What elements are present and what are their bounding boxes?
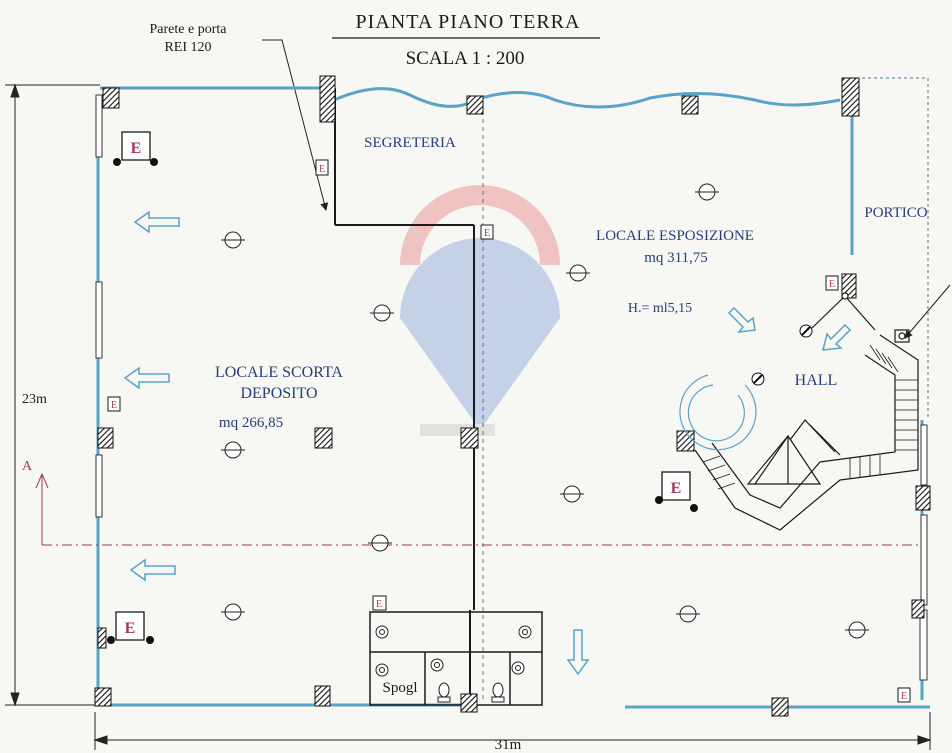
exit-arrows [123, 210, 852, 676]
structural-columns [94, 75, 931, 717]
marker-e-4: E [376, 599, 382, 610]
label-esposizione-area: mq 311,75 [644, 250, 708, 266]
label-deposito-area: mq 266,85 [219, 415, 283, 431]
marker-e-1: E [319, 164, 325, 175]
extinguisher-label-3: E [671, 480, 682, 497]
label-hall: HALL [795, 372, 838, 389]
marker-e-2: E [484, 228, 490, 239]
window-segments [95, 94, 928, 681]
height-label: 23m [22, 392, 47, 407]
portico-outline [862, 77, 929, 420]
width-dimension [93, 712, 932, 750]
small-markers [107, 159, 911, 703]
stair-treads [702, 344, 918, 490]
marker-e-6: E [829, 279, 835, 290]
label-portico: PORTICO [864, 205, 927, 221]
plan-title: PIANTA PIANO TERRA [356, 11, 581, 33]
rei-leader-line [262, 39, 329, 211]
remax-watermark: RE/MAX [400, 185, 560, 436]
light-fixtures [221, 183, 869, 639]
hall-leader-line [904, 284, 951, 339]
label-esposizione-height: H.= ml5,15 [628, 301, 692, 316]
changing-room-block [369, 611, 543, 706]
section-marker-a: A [22, 459, 33, 474]
width-label: 31m [495, 737, 522, 753]
extinguisher-label-2: E [125, 620, 136, 637]
label-spogl: Spogl [382, 680, 417, 696]
extinguisher-label-1: E [131, 140, 142, 157]
rei-annotation-line2: REI 120 [164, 40, 211, 55]
marker-e-5: E [901, 691, 907, 702]
extinguisher-wheels [107, 158, 698, 644]
wc-fixtures [375, 625, 532, 703]
extinguisher-units [115, 131, 691, 641]
label-deposito-line1: LOCALE SCORTA [215, 364, 343, 381]
plan-scale: SCALA 1 : 200 [406, 48, 525, 69]
hall-staircase [694, 334, 919, 531]
exterior-walls [96, 86, 930, 709]
rei-annotation-line1: Parete e porta [150, 22, 228, 37]
label-deposito-line2: DEPOSITO [240, 385, 317, 402]
label-segreteria: SEGRETERIA [364, 135, 456, 151]
spiral-ramp [679, 374, 757, 451]
dark-fixtures [751, 324, 813, 386]
section-arrow-a [35, 472, 49, 545]
hall-entrance-door [811, 292, 910, 343]
remax-logo-text: RE/MAX [422, 272, 539, 305]
height-dimension [5, 83, 100, 707]
marker-e-3: E [111, 400, 117, 411]
label-esposizione: LOCALE ESPOSIZIONE [596, 228, 754, 244]
